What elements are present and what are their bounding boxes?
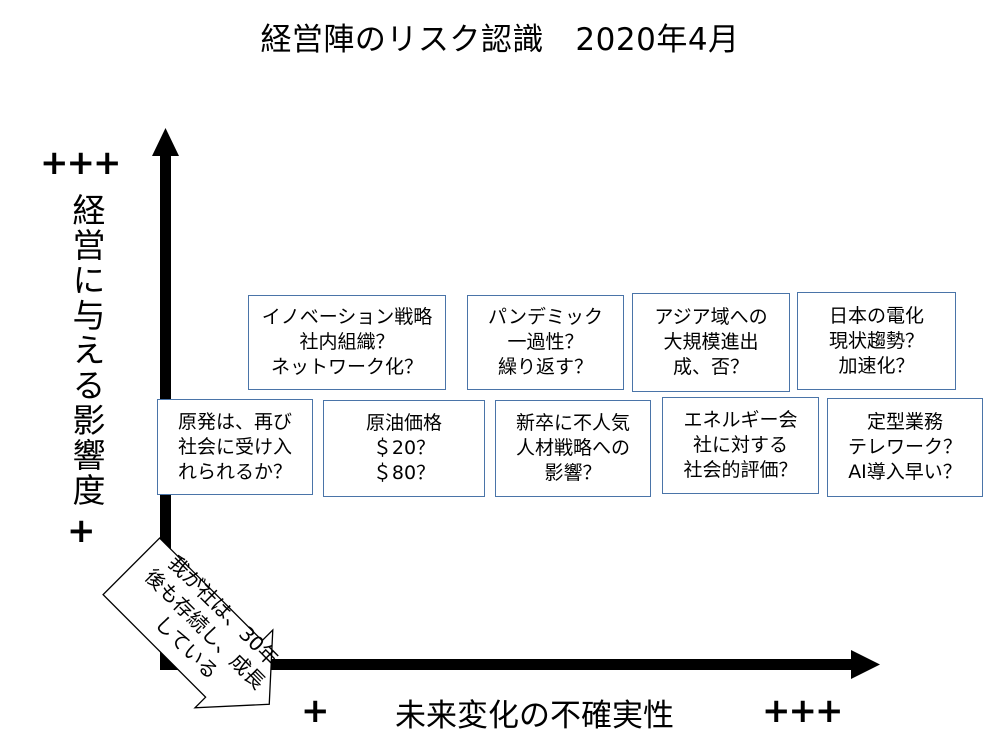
y-axis-low-marker: + bbox=[67, 511, 95, 551]
risk-box-line: AI導入早い？ bbox=[848, 461, 962, 483]
y-axis-label: 経営に与える影響度 bbox=[67, 193, 106, 508]
risk-box-recruiting: 新卒に不人気 人材戦略への 影響？ bbox=[495, 400, 651, 497]
risk-box-line: 繰り返す？ bbox=[497, 356, 593, 378]
x-axis-low-marker: + bbox=[301, 691, 329, 731]
risk-box-line: ＄80？ bbox=[372, 462, 436, 484]
risk-box-line: 加速化？ bbox=[838, 354, 915, 377]
risk-box-line: エネルギー会 bbox=[683, 409, 798, 431]
risk-box-pandemic: パンデミック 一過性？ 繰り返す？ bbox=[467, 295, 624, 390]
risk-box-asia: アジア域への 大規模進出 成、否？ bbox=[632, 293, 790, 392]
risk-box-oil-price: 原油価格 ＄20？ ＄80？ bbox=[323, 400, 485, 497]
risk-box-line: 現状趨勢？ bbox=[828, 329, 924, 352]
risk-box-line: れられるか？ bbox=[177, 460, 292, 483]
risk-box-line: 人材戦略への bbox=[515, 437, 630, 459]
y-axis-high-marker: +++ bbox=[40, 143, 121, 183]
risk-box-nuclear: 原発は、再び 社会に受け入 れられるか？ bbox=[157, 399, 313, 495]
risk-box-line: 成、否？ bbox=[672, 356, 749, 378]
y-axis-arrowhead bbox=[152, 128, 179, 156]
risk-box-line: ネットワーク化？ bbox=[270, 356, 423, 378]
risk-box-line: 原発は、再び bbox=[177, 410, 292, 433]
risk-box-line: 社会に受け入 bbox=[177, 435, 292, 458]
risk-box-line: 社会的評価？ bbox=[683, 459, 798, 481]
x-axis-label: 未来変化の不確実性 bbox=[395, 698, 674, 734]
risk-box-line: テレワーク？ bbox=[847, 436, 962, 458]
risk-box-line: ＄20？ bbox=[372, 437, 436, 459]
risk-box-energy-reputation: エネルギー会 社に対する 社会的評価？ bbox=[662, 397, 819, 494]
risk-box-line: 定型業務 bbox=[866, 411, 943, 433]
risk-box-line: 影響？ bbox=[544, 462, 602, 484]
risk-box-line: アジア域への bbox=[654, 306, 768, 328]
risk-box-line: 社に対する bbox=[692, 434, 788, 456]
risk-box-line: 原油価格 bbox=[365, 412, 442, 434]
risk-box-line: 新卒に不人気 bbox=[515, 412, 630, 434]
risk-box-line: 社内組織？ bbox=[299, 331, 395, 353]
x-axis-arrowhead bbox=[851, 650, 880, 679]
risk-box-line: 日本の電化 bbox=[828, 304, 924, 327]
risk-box-line: 一過性？ bbox=[507, 331, 584, 353]
risk-box-line: イノベーション戦略 bbox=[261, 306, 433, 328]
risk-box-line: パンデミック bbox=[488, 306, 603, 328]
risk-box-electrification: 日本の電化 現状趨勢？ 加速化？ bbox=[797, 292, 956, 390]
risk-box-innovation: イノベーション戦略 社内組織？ ネットワーク化？ bbox=[248, 295, 446, 390]
risk-box-line: 大規模進出 bbox=[663, 331, 759, 353]
callout-arrow-shape bbox=[102, 537, 274, 709]
x-axis-high-marker: +++ bbox=[762, 691, 843, 731]
risk-box-routine-work: 定型業務 テレワーク？ AI導入早い？ bbox=[827, 398, 983, 497]
page-title: 経営陣のリスク認識 2020年4月 bbox=[260, 22, 740, 58]
x-axis-line bbox=[160, 659, 860, 670]
